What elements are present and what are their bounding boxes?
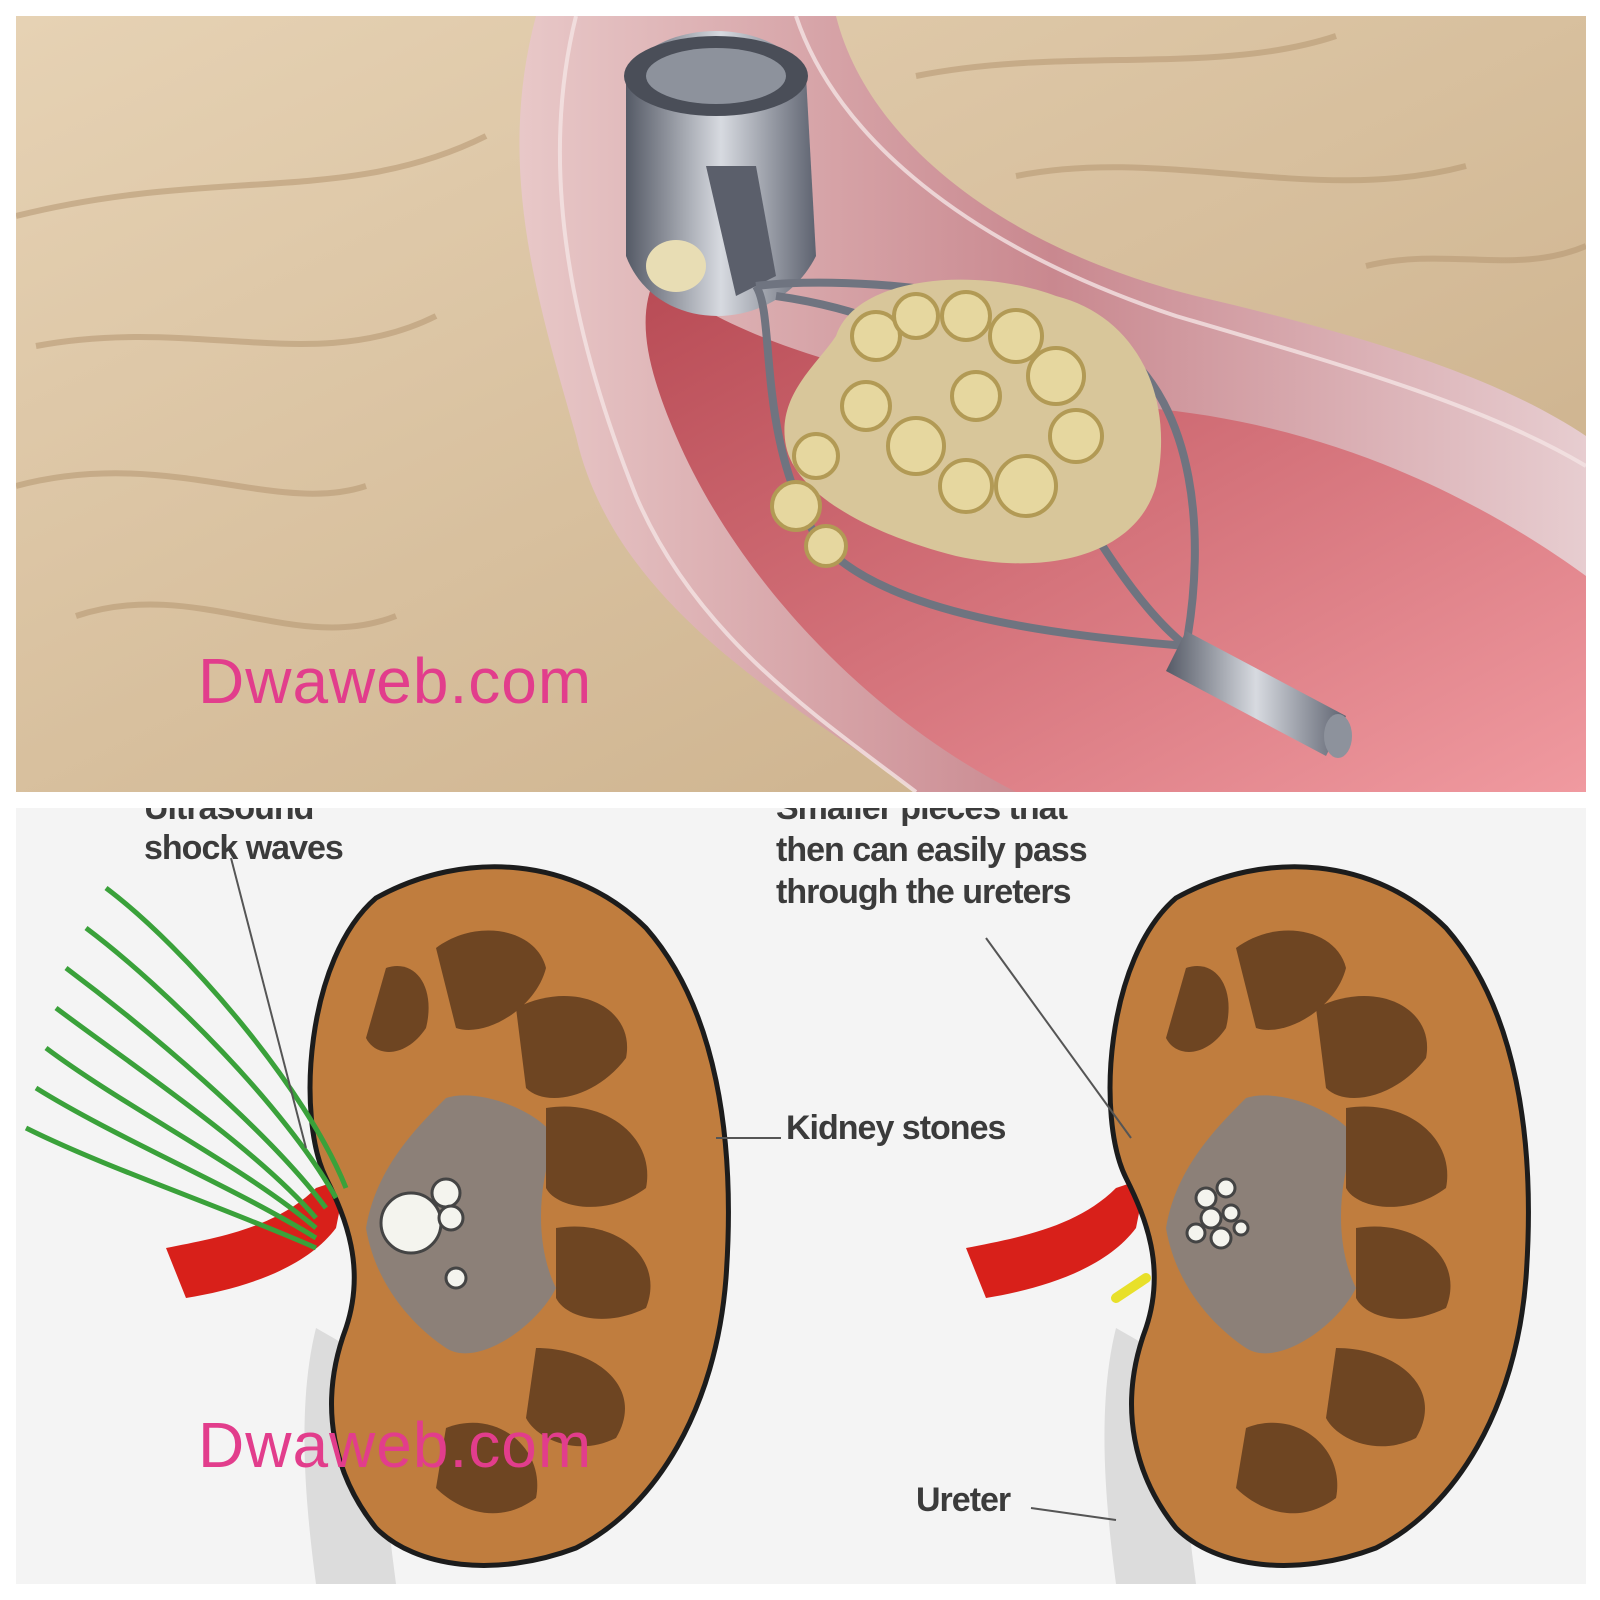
label-ultrasound: Ultrasound (144, 808, 314, 827)
label-smaller-pieces: Smaller pieces that (776, 808, 1068, 827)
label-shock-waves: shock waves (144, 829, 344, 867)
ureteroscope (624, 31, 816, 316)
label-easily-pass: then can easily pass (776, 831, 1088, 869)
kidney-left (24, 857, 731, 1584)
label-kidney-stones: Kidney stones (786, 1109, 1006, 1147)
label-through-ureters: through the ureters (776, 873, 1072, 911)
artery-right (966, 1178, 1146, 1298)
kidney-stones-left (379, 1177, 468, 1290)
watermark-top: Dwaweb.com (198, 645, 593, 717)
kidney-drawing (24, 857, 1531, 1584)
label-ureter: Ureter (916, 1481, 1011, 1519)
passing-fragment (1111, 1273, 1151, 1303)
stone-fragments (1185, 1177, 1250, 1250)
kidney-stone (770, 279, 1162, 568)
ureteroscopy-illustration: Dwaweb.com (16, 16, 1586, 792)
shock-waves (24, 886, 349, 1251)
lithotripsy-diagram: Ultrasound shock waves Smaller pieces th… (16, 808, 1586, 1584)
basket-sheath (1166, 631, 1346, 756)
ureteroscopy-drawing (16, 16, 1586, 792)
kidney-right (966, 864, 1531, 1584)
watermark-bottom: Dwaweb.com (198, 1409, 593, 1481)
artery-left (166, 1178, 346, 1298)
tissue-folds (16, 33, 1586, 631)
